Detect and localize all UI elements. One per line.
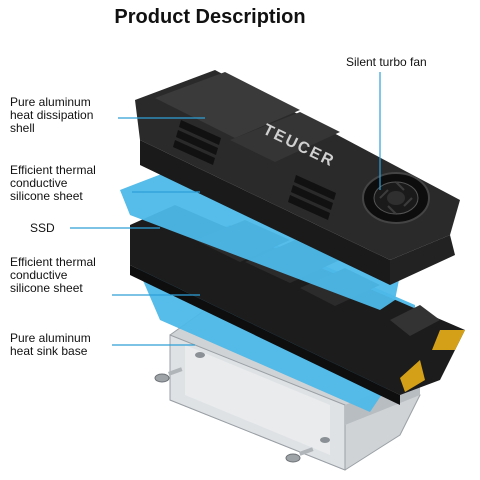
label-heat-sink-base: Pure aluminum heat sink base: [10, 331, 91, 358]
label-ssd: SSD: [30, 221, 55, 235]
leader-lines: [70, 72, 381, 346]
label-heat-dissipation-shell: Pure aluminum heat dissipation shell: [10, 95, 94, 135]
silicone-sheet-top: [120, 165, 400, 310]
page-title: Product Description: [114, 6, 306, 28]
label-silicone-sheet-top: Efficient thermal conductive silicone sh…: [10, 163, 96, 203]
screw-left: [154, 367, 183, 383]
screw-right: [285, 447, 314, 463]
label-silicone-sheet-bottom: Efficient thermal conductive silicone sh…: [10, 255, 96, 295]
label-silent-turbo-fan: Silent turbo fan: [346, 55, 427, 69]
turbo-fan: [362, 172, 430, 224]
